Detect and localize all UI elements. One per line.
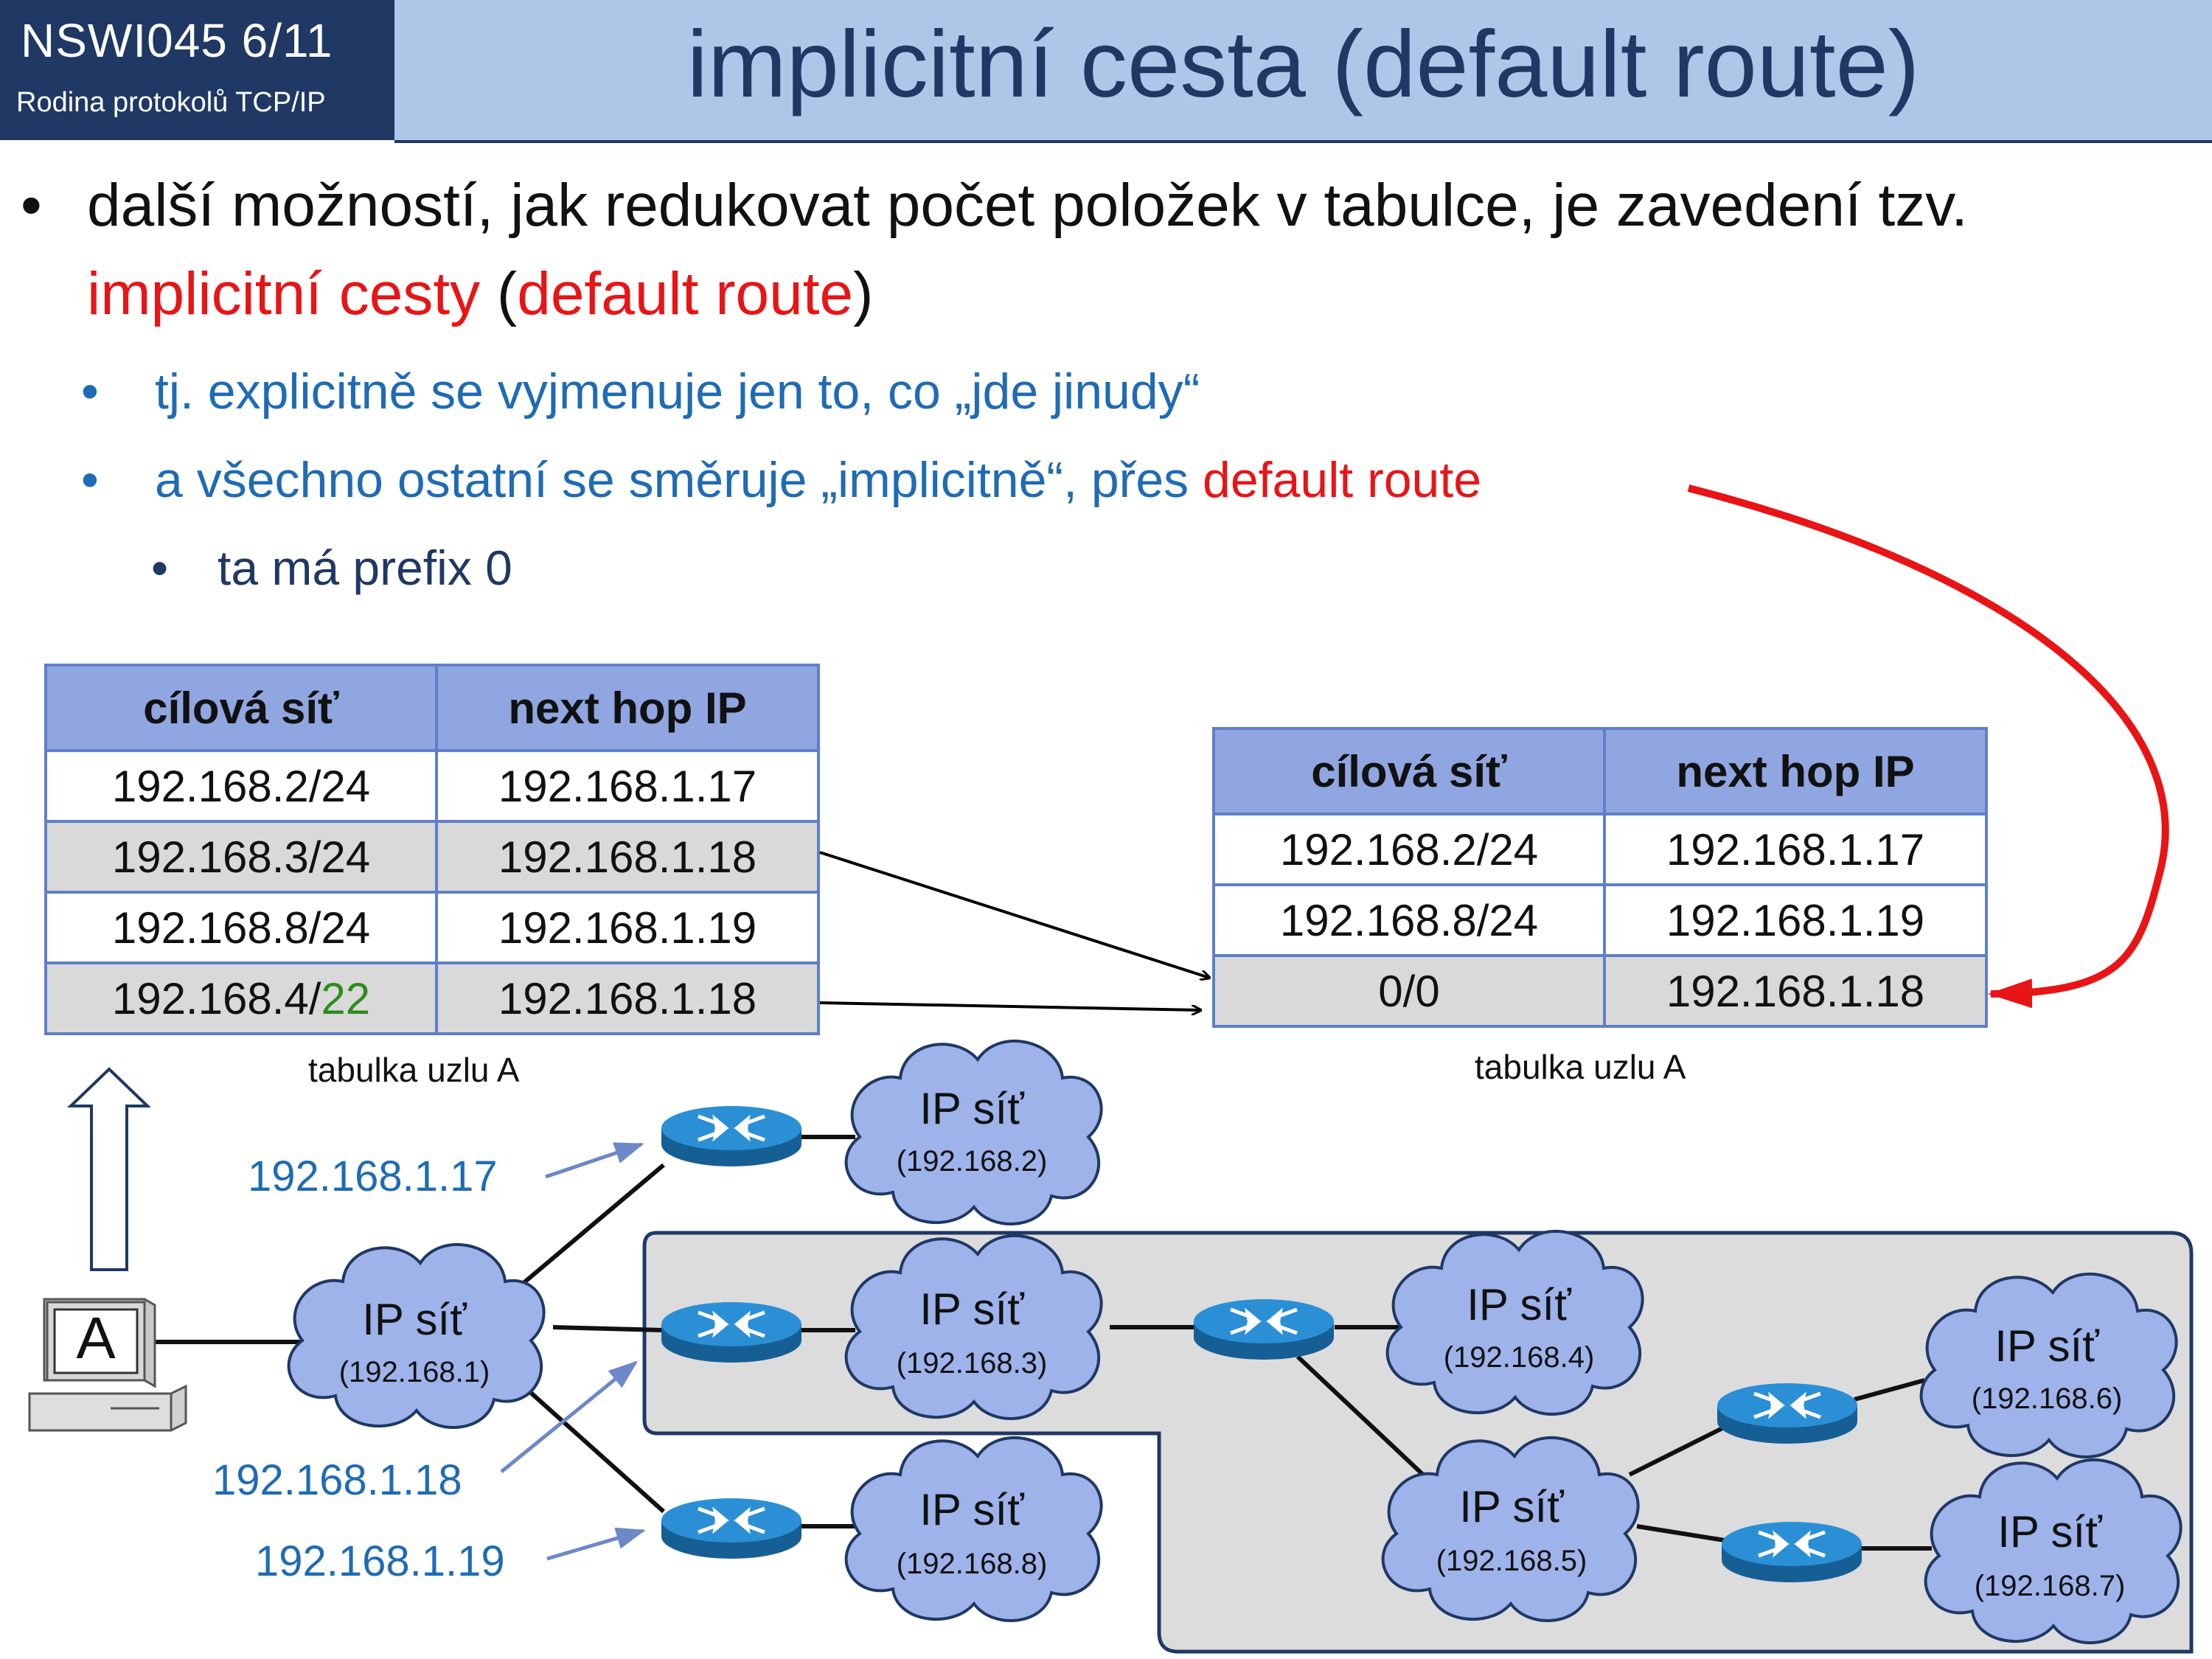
- cell-next-hop: 192.168.1.19: [435, 891, 820, 964]
- cloud-title: IP síť: [1459, 1482, 1564, 1531]
- course-badge: NSWI045 6/11 Rodina protokolů TCP/IP: [0, 0, 394, 140]
- cell-next-hop: 192.168.1.17: [435, 749, 820, 823]
- pointer-arrow: [546, 1527, 646, 1561]
- routing-table-left: cílová síť next hop IP 192.168.2/24 192.…: [44, 664, 820, 1035]
- cloud-title: IP síť: [1467, 1280, 1571, 1329]
- cloud-address: (192.168.7): [1975, 1570, 2126, 1602]
- dest-prefix-length: 22: [321, 973, 371, 1023]
- default-route-term: default route: [517, 260, 854, 327]
- bullet-3-text: a všechno ostatní se směruje „implicitně…: [155, 451, 1481, 509]
- bullet-2-text: tj. explicitně se vyjmenuje jen to, co „…: [155, 364, 1200, 420]
- network-links: [147, 1135, 1932, 1551]
- cloud-title: IP síť: [362, 1295, 467, 1344]
- table-row: 192.168.8/24 192.168.1.19: [1212, 883, 1988, 957]
- cloud-address: (192.168.2): [897, 1145, 1048, 1178]
- cloud-address: (192.168.8): [897, 1548, 1048, 1580]
- bullet-dot: •: [151, 540, 169, 595]
- table-left-caption: tabulka uzlu A: [308, 1051, 520, 1089]
- bullet-3-default-route: default route: [1203, 452, 1482, 508]
- cell-dest: 192.168.2/24: [44, 749, 438, 823]
- cloud-title: IP síť: [919, 1485, 1024, 1534]
- course-subtitle: Rodina protokolů TCP/IP: [16, 87, 326, 118]
- pointer-arrow: [500, 1360, 639, 1473]
- cloud-address: (192.168.3): [897, 1347, 1048, 1380]
- pointer-arrow: [545, 1142, 644, 1179]
- cloud-address: (192.168.1): [339, 1356, 490, 1388]
- host-label: A: [76, 1305, 116, 1371]
- router-icon: [661, 1498, 801, 1559]
- table-row: 192.168.2/24 192.168.1.17: [1212, 813, 1988, 886]
- cloud-address: (192.168.4): [1444, 1341, 1595, 1374]
- cloud-address: (192.168.5): [1436, 1545, 1587, 1577]
- table-header-row: cílová síť next hop IP: [1212, 727, 1988, 815]
- cell-next-hop: 192.168.1.18: [435, 961, 820, 1035]
- default-route-arrow: [1687, 484, 2169, 1009]
- routing-table-right: cílová síť next hop IP 192.168.2/24 192.…: [1212, 727, 1988, 1028]
- cell-next-hop: 192.168.1.17: [1603, 813, 1988, 886]
- next-hop-label: 192.168.1.18: [212, 1456, 462, 1504]
- implicit-route-term: implicitní cesty: [87, 260, 481, 327]
- cell-dest: 192.168.4/22: [44, 961, 438, 1035]
- table-header-row: cílová síť next hop IP: [44, 664, 820, 752]
- cloud-address: (192.168.6): [1972, 1382, 2123, 1415]
- cell-dest: 192.168.8/24: [1212, 883, 1606, 957]
- bullet-4-text: ta má prefix 0: [218, 540, 512, 595]
- cell-dest-default: 0/0: [1212, 954, 1606, 1028]
- aggregation-arrow: [819, 1001, 1200, 1010]
- cloud-title: IP síť: [1997, 1507, 2102, 1557]
- bullet-3-body: a všechno ostatní se směruje „implicitně…: [155, 452, 1203, 508]
- paren-close: ): [853, 260, 874, 327]
- bullet-dot: •: [21, 172, 42, 239]
- router-icon: [1722, 1522, 1862, 1582]
- col-header-dest: cílová síť: [44, 664, 438, 752]
- cell-next-hop: 192.168.1.18: [435, 820, 820, 894]
- router-icon: [1717, 1383, 1857, 1444]
- table-row: 192.168.4/22 192.168.1.18: [44, 961, 820, 1035]
- slide-title: implicitní cesta (default route): [686, 12, 1920, 117]
- cloud-title: IP síť: [1994, 1321, 2099, 1371]
- cloud-title: IP síť: [919, 1284, 1024, 1334]
- table-row: 192.168.8/24 192.168.1.19: [44, 891, 820, 964]
- bullet-dot: •: [81, 364, 99, 420]
- bullet-dot: •: [81, 452, 99, 508]
- bullet-1-line2: implicitní cesty (default route): [87, 260, 873, 329]
- router-icon: [661, 1302, 801, 1363]
- table-row: 192.168.3/24 192.168.1.18: [44, 820, 820, 894]
- table-row: 192.168.2/24 192.168.1.17: [44, 749, 820, 823]
- bullet-1-line1: další možností, jak redukovat počet polo…: [87, 172, 1968, 239]
- course-code: NSWI045 6/11: [21, 14, 333, 67]
- table-right-caption: tabulka uzlu A: [1475, 1048, 1686, 1086]
- title-bar: implicitní cesta (default route): [394, 0, 2212, 143]
- cell-next-hop-default: 192.168.1.18: [1603, 954, 1988, 1028]
- paren-open: (: [480, 260, 518, 327]
- router-icon: [1194, 1299, 1334, 1360]
- col-header-next-hop: next hop IP: [1603, 727, 1988, 815]
- computer-icon: [28, 1298, 187, 1432]
- col-header-dest: cílová síť: [1212, 727, 1606, 815]
- cell-dest: 192.168.3/24: [44, 820, 438, 894]
- next-hop-label: 192.168.1.17: [248, 1152, 498, 1200]
- aggregation-arrow: [819, 851, 1209, 978]
- cloud-title: IP síť: [919, 1084, 1024, 1133]
- up-arrow-icon: [67, 1067, 151, 1271]
- cell-dest: 192.168.8/24: [44, 891, 438, 964]
- dest-prefix: 192.168.4/: [111, 973, 321, 1023]
- next-hop-label: 192.168.1.19: [255, 1537, 505, 1585]
- cell-dest: 192.168.2/24: [1212, 813, 1606, 886]
- col-header-next-hop: next hop IP: [435, 664, 820, 752]
- cell-next-hop: 192.168.1.19: [1603, 883, 1988, 957]
- router-icon: [661, 1106, 801, 1166]
- table-row: 0/0 192.168.1.18: [1212, 954, 1988, 1028]
